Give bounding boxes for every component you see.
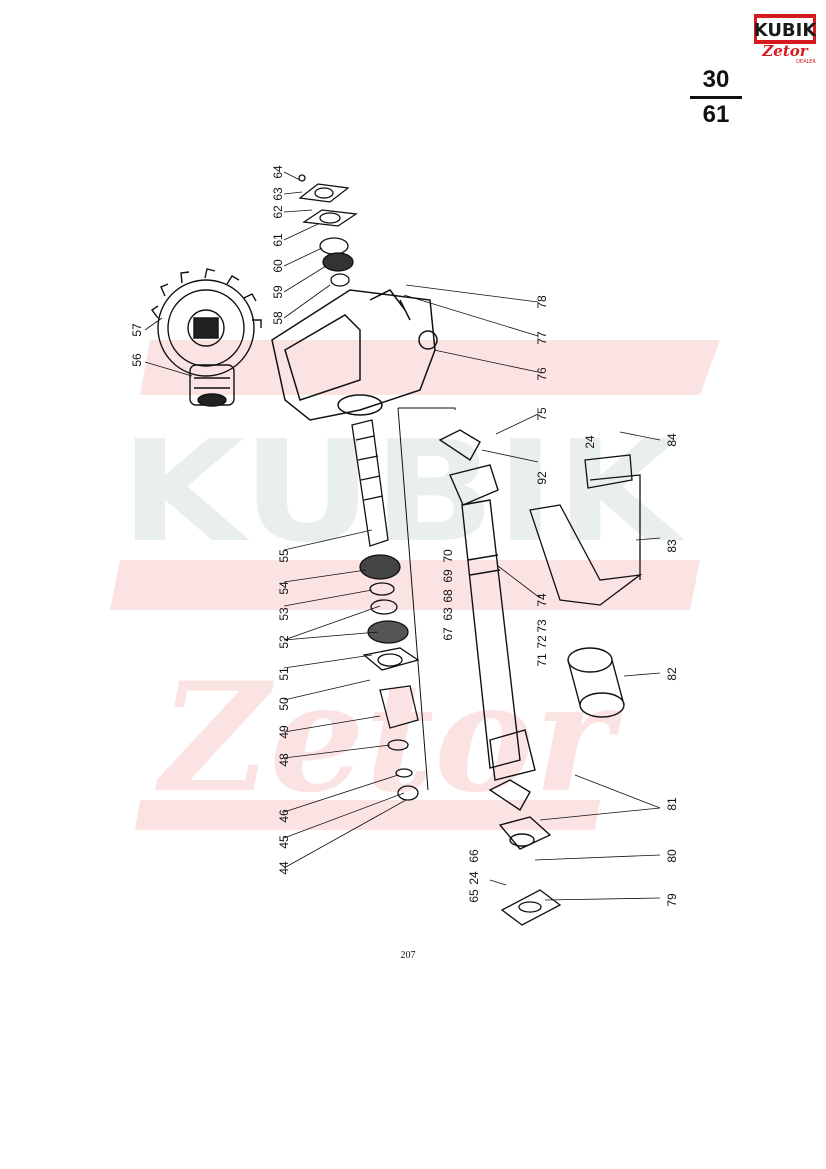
callout: 49: [277, 725, 291, 739]
bearing-stack: [359, 554, 420, 801]
guard-sleeve: [567, 647, 625, 718]
callout: 67: [441, 627, 455, 641]
callout: 65: [467, 889, 481, 903]
callout: 72: [535, 635, 549, 649]
callout: 73: [535, 619, 549, 633]
svg-text:KUBIK: KUBIK: [754, 20, 816, 41]
callout: 78: [535, 295, 549, 309]
callout: 62: [271, 205, 285, 219]
callout: 55: [277, 549, 291, 563]
cardan-shaft: [438, 429, 552, 850]
callout: 56: [130, 353, 144, 367]
callout: 83: [665, 539, 679, 553]
assembly-guide-line: [398, 407, 456, 410]
kubik-zetor-logo: KUBIK Zetor DEALER: [754, 14, 816, 64]
flange-stack: [298, 174, 358, 287]
callout: 57: [130, 323, 144, 337]
callout: 64: [271, 165, 285, 179]
page-number: 61: [702, 101, 730, 128]
callout: 54: [277, 581, 291, 595]
callout: 80: [665, 849, 679, 863]
callout: 46: [277, 809, 291, 823]
page-reference: 30 61: [690, 66, 742, 129]
gear-part: [150, 268, 262, 377]
callout: 92: [535, 471, 549, 485]
callout: 44: [277, 861, 291, 875]
callout: 51: [277, 667, 291, 681]
callout: 71: [535, 653, 549, 667]
svg-text:DEALER: DEALER: [796, 59, 816, 64]
callout: 76: [535, 367, 549, 381]
callout: 52: [277, 635, 291, 649]
callout: 74: [535, 593, 549, 607]
housing-part: [271, 289, 438, 421]
callout: 66: [467, 849, 481, 863]
callout-labels: 64 63 62 61 60 59 58 57 56 78 77 76 75 9…: [130, 165, 679, 907]
guard-bracket: [529, 454, 643, 606]
callout: 45: [277, 835, 291, 849]
svg-text:Zetor: Zetor: [155, 650, 623, 826]
callout: 82: [665, 667, 679, 681]
callout: 24: [583, 435, 597, 449]
callout: 81: [665, 797, 679, 811]
svg-text:Zetor: Zetor: [761, 42, 808, 60]
folio-number: 207: [400, 950, 416, 961]
callout: 75: [535, 407, 549, 421]
callout: 58: [271, 311, 285, 325]
callout: 50: [277, 697, 291, 711]
callout: 69: [441, 569, 455, 583]
callout: 63: [271, 187, 285, 201]
callout: 77: [535, 331, 549, 345]
section-number: 30: [702, 66, 730, 93]
coupler-part: [189, 364, 235, 407]
splined-shaft: [351, 419, 389, 547]
callout: 48: [277, 753, 291, 767]
mounting-flange: [500, 889, 562, 926]
callout: 53: [277, 607, 291, 621]
fraction-bar: [690, 96, 742, 99]
callout: 70: [441, 549, 455, 563]
callout: 61: [271, 233, 285, 247]
svg-text:KUBIK: KUBIK: [120, 411, 685, 574]
callout: 60: [271, 259, 285, 273]
callout: 63: [441, 607, 455, 621]
callout: 68: [441, 589, 455, 603]
callout: 84: [665, 433, 679, 447]
leader-lines: [144, 171, 661, 901]
callout: 79: [665, 893, 679, 907]
watermark: KUBIK Zetor: [110, 340, 720, 830]
callout: 24: [467, 871, 481, 885]
callout: 59: [271, 285, 285, 299]
